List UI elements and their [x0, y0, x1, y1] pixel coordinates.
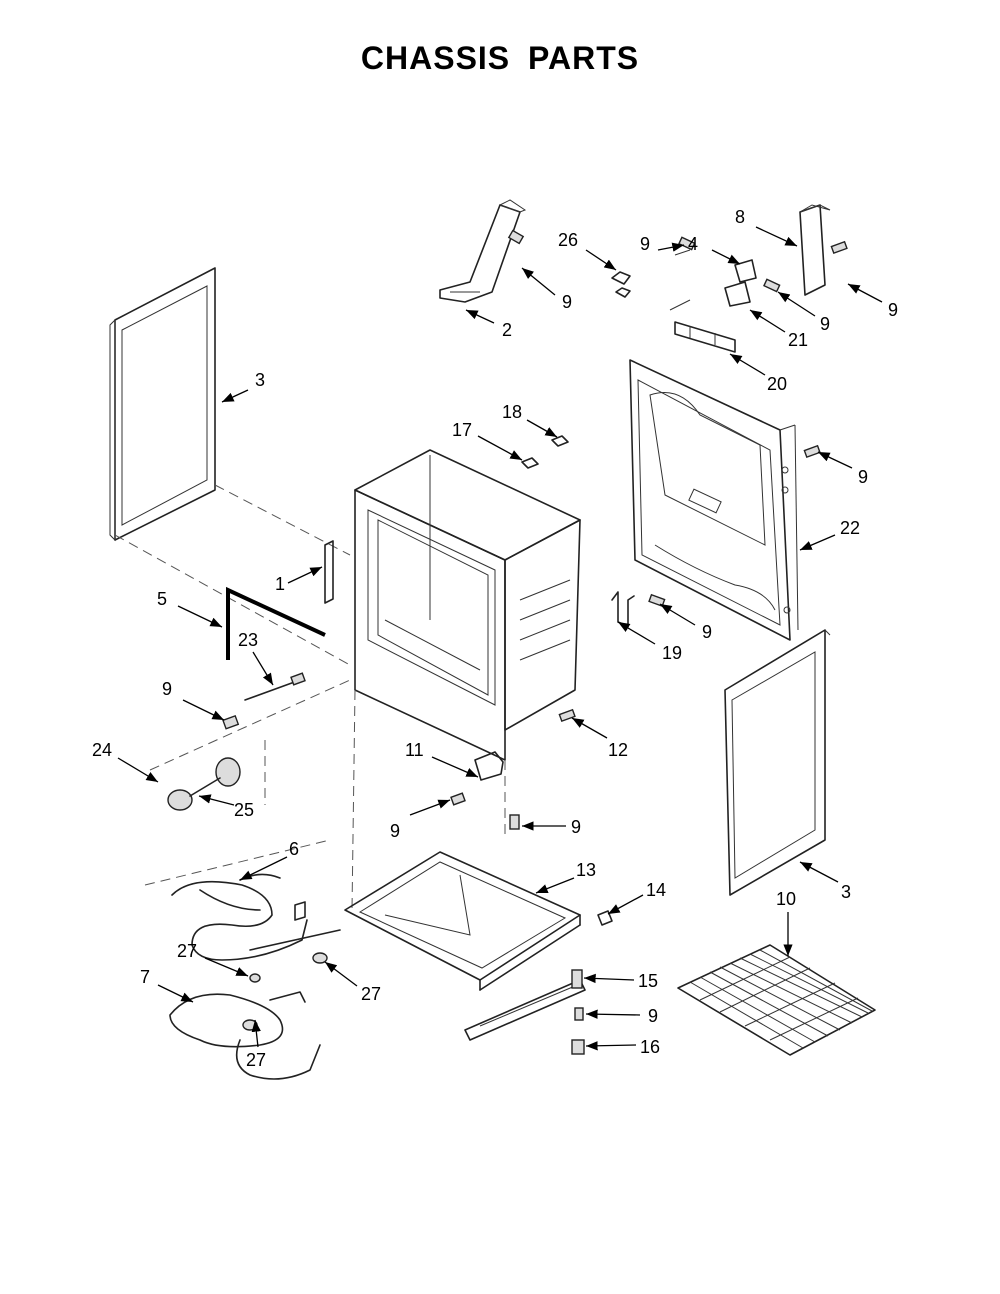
callout-9-d: 9 — [888, 300, 898, 320]
callout-9-f: 9 — [702, 622, 712, 642]
small-fasteners — [521, 435, 569, 469]
callout-27-b: 27 — [361, 984, 381, 1004]
callout-1: 1 — [275, 574, 285, 594]
side-panel-right — [724, 629, 831, 896]
back-panel — [629, 359, 821, 641]
callout-26: 26 — [558, 230, 578, 250]
callout-9-i: 9 — [571, 817, 581, 837]
oven-rack — [677, 944, 876, 1056]
screw-9-left — [222, 714, 240, 730]
rod — [226, 586, 326, 660]
callout-11: 11 — [405, 740, 424, 760]
callout-24: 24 — [92, 740, 112, 760]
screw-9-top — [507, 229, 525, 245]
callout-9-j: 9 — [648, 1006, 658, 1026]
callout-3-left: 3 — [255, 370, 265, 390]
bottom-panel — [344, 851, 613, 991]
callout-10: 10 — [776, 889, 796, 909]
hinge — [450, 751, 520, 830]
bracket-lower — [611, 591, 666, 627]
bracket — [439, 199, 527, 303]
callout-3-right: 3 — [841, 882, 851, 902]
knob-assembly — [167, 757, 241, 811]
bolt — [244, 672, 306, 701]
callout-14: 14 — [646, 880, 666, 900]
diagram-title: CHASSIS PARTS — [360, 40, 640, 76]
element-screws — [242, 952, 328, 1031]
callout-16: 16 — [640, 1037, 660, 1057]
callout-15: 15 — [638, 971, 658, 991]
callout-9-c: 9 — [820, 314, 830, 334]
oven-cavity — [324, 449, 581, 911]
bake-element — [144, 839, 341, 961]
callout-labels: 3 2 9 26 9 4 8 9 9 21 20 18 17 9 22 1 5 … — [92, 207, 898, 1070]
callout-9-a: 9 — [562, 292, 572, 312]
top-right-hardware — [669, 204, 848, 353]
callout-9-h: 9 — [390, 821, 400, 841]
callout-8: 8 — [735, 207, 745, 227]
callout-9-b: 9 — [640, 234, 650, 254]
clip — [611, 271, 631, 298]
callout-5: 5 — [157, 589, 167, 609]
callout-7: 7 — [140, 967, 150, 987]
callout-25: 25 — [234, 800, 254, 820]
callout-4: 4 — [688, 234, 698, 254]
callout-21: 21 — [788, 330, 808, 350]
callout-19: 19 — [662, 643, 682, 663]
callout-13: 13 — [576, 860, 596, 880]
callout-6: 6 — [289, 839, 299, 859]
callout-12: 12 — [608, 740, 628, 760]
leader-lines — [117, 226, 883, 1051]
callout-20: 20 — [767, 374, 787, 394]
callout-17: 17 — [452, 420, 472, 440]
callout-22: 22 — [840, 518, 860, 538]
callout-18: 18 — [502, 402, 522, 422]
callout-9-e: 9 — [858, 467, 868, 487]
drawer-slide — [464, 969, 586, 1055]
broil-element — [169, 991, 321, 1080]
callout-27-c: 27 — [246, 1050, 266, 1070]
callout-2: 2 — [502, 320, 512, 340]
callout-9-g: 9 — [162, 679, 172, 699]
side-panel-left — [109, 267, 351, 666]
callout-27-a: 27 — [177, 941, 197, 961]
callout-23: 23 — [238, 630, 258, 650]
